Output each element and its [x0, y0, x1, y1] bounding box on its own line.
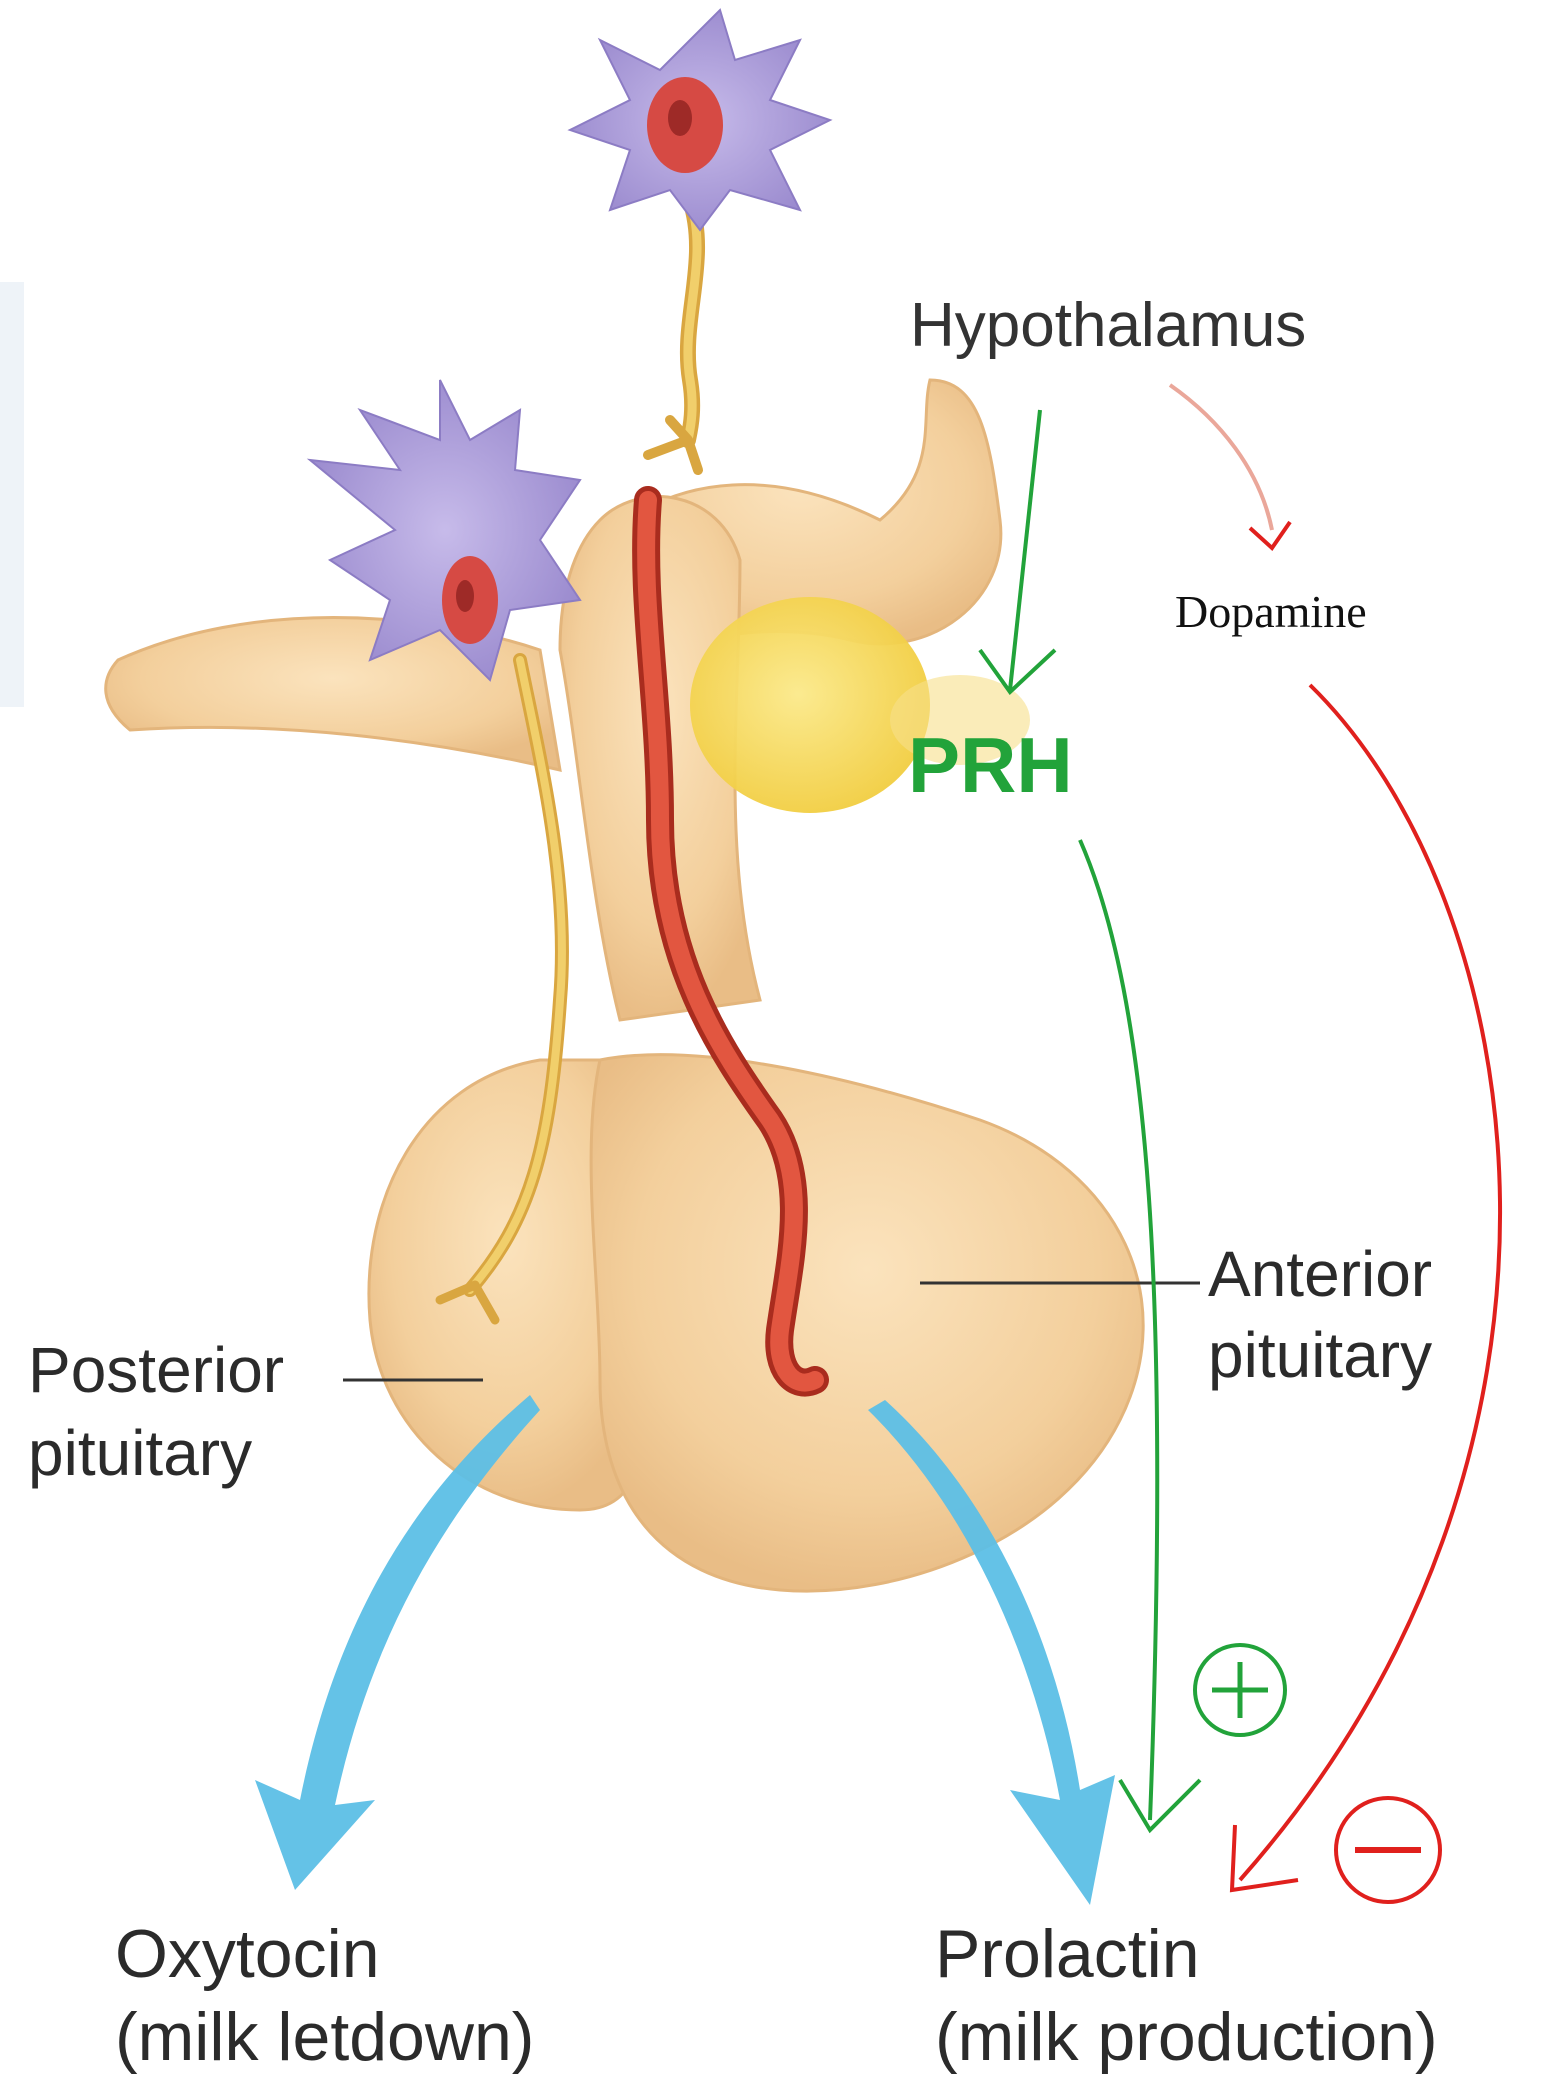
prolactin-label-line1: Prolactin	[935, 1915, 1200, 1993]
dopamine-label: Dopamine	[1175, 585, 1367, 638]
posterior-pituitary-label-line2: pituitary	[28, 1416, 252, 1490]
anterior-lobe-shape	[591, 1055, 1143, 1591]
hypothalamus-label: Hypothalamus	[910, 290, 1306, 361]
prolactin-label-line2: (milk production)	[935, 1998, 1438, 2076]
inhibitory-sign	[1336, 1798, 1440, 1902]
oxytocin-label-line1: Oxytocin	[115, 1915, 380, 1993]
hypothalamus-to-dopamine-arrow	[1170, 385, 1272, 530]
prh-label: PRH	[908, 720, 1073, 811]
oxytocin-label-line2: (milk letdown)	[115, 1998, 534, 2076]
anterior-pituitary-label-line2: pituitary	[1208, 1318, 1432, 1392]
posterior-pituitary-label-line1: Posterior	[28, 1333, 284, 1407]
hypothalamus-to-prh-arrow	[1010, 410, 1040, 690]
median-eminence	[690, 597, 930, 813]
anterior-pituitary-label-line1: Anterior	[1208, 1237, 1432, 1311]
upper-neuron	[570, 10, 830, 230]
stimulatory-sign	[1195, 1645, 1285, 1735]
